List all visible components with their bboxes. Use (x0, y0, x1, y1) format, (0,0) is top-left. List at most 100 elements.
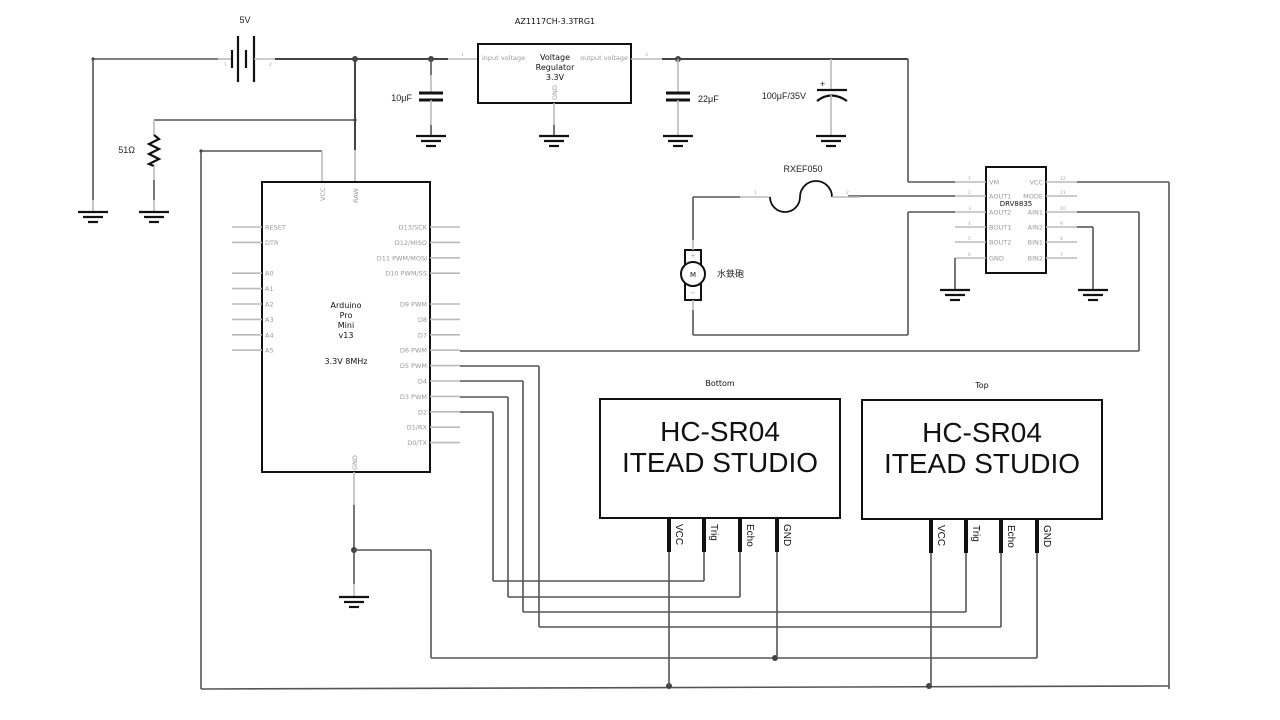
arduino-pin-label: DTR (265, 239, 279, 247)
capacitor-22uf[interactable]: 22μF (666, 59, 719, 136)
arduino-pin-label: D9 PWM (400, 301, 427, 309)
motor-circle (680, 261, 706, 287)
arduino-subtitle: 3.3V 8MHz (325, 357, 368, 366)
cap-in-label: 10μF (391, 93, 412, 103)
driver-pin-num: 8 (1060, 236, 1063, 242)
arduino-pin-label: D12/MISO (395, 239, 427, 247)
arduino-pin-label: D0/TX (407, 439, 427, 447)
fuse-pin-num: 1 (754, 190, 757, 196)
driver-pin-label: AOUT1 (989, 193, 1011, 201)
arduino-title: Mini (338, 321, 354, 330)
arduino-pin-label: A1 (265, 285, 274, 293)
battery[interactable]: 5V 1 2 (93, 15, 275, 82)
sensor-pin-label: GND (1041, 525, 1052, 547)
ground-icon (940, 288, 970, 302)
ground-icon (339, 595, 369, 609)
arduino-pin-label: A4 (265, 331, 274, 339)
fuse-rxef050[interactable]: RXEF050 1 2 (693, 164, 860, 213)
arduino-pin-label: RESET (265, 224, 286, 232)
driver-pin-label: VCC (1029, 179, 1043, 187)
sensor-body (861, 399, 1103, 520)
voltage-regulator[interactable]: AZ1117CH-3.3TRG1 input voltage output vo… (461, 17, 648, 104)
arduino-pin-label: A0 (265, 270, 274, 278)
driver-pin-num: 1 (968, 176, 971, 182)
cap-out-label: 22μF (698, 94, 719, 104)
motor-label: 水鉄砲 (717, 268, 744, 279)
arduino-pin-vcc: VCC (319, 187, 327, 201)
sensor-pin-label: Echo (744, 524, 755, 547)
arduino-pin-label: D8 (418, 316, 427, 324)
arduino-body (261, 181, 431, 473)
resistor[interactable]: 51Ω (118, 120, 162, 180)
driver-pin-label: AOUT2 (989, 209, 1011, 217)
regulator-pin-num: 1 (461, 52, 464, 58)
regulator-part-number: AZ1117CH-3.3TRG1 (515, 17, 595, 26)
battery-pin-num: 1 (224, 62, 227, 68)
sensor-pin-label: VCC (935, 525, 946, 546)
cap-polarity: + (820, 79, 825, 89)
arduino-pro-mini[interactable]: Arduino Pro Mini v13 3.3V 8MHz VCC RAW G… (261, 181, 431, 473)
motor-plus: + (690, 252, 695, 260)
driver-pin-label: BIN1 (1028, 239, 1043, 247)
arduino-pin-label: D7 (418, 331, 427, 339)
driver-pin-num: 10 (1060, 206, 1066, 212)
motor-minus: − (690, 289, 695, 297)
driver-pin-num: 12 (1060, 176, 1066, 182)
ultrasonic-sensor-bottom[interactable]: Bottom HC-SR04 ITEAD STUDIO (599, 379, 841, 519)
sensor-caption: Top (974, 381, 989, 390)
arduino-pin-gnd: GND (351, 455, 359, 470)
sensor-body (599, 398, 841, 519)
resistor-zigzag (146, 134, 162, 168)
fuse-label: RXEF050 (783, 164, 822, 174)
capacitor-10uf[interactable]: 10μF (391, 59, 443, 136)
ground-icon (78, 210, 108, 224)
ground-icon (663, 134, 693, 148)
junction-dot (199, 149, 203, 153)
driver-body (985, 166, 1047, 274)
driver-pin-num: 2 (968, 190, 971, 196)
regulator-pin-num: 3 (645, 52, 648, 58)
wire-vcc-bus (200, 685, 1170, 690)
driver-pin-num: 6 (968, 252, 971, 258)
sensor-maker: ITEAD STUDIO (884, 448, 1080, 479)
sensor-pin-label: Trig (970, 525, 981, 542)
sensor-pin-label: Echo (1005, 525, 1016, 548)
driver-pin-num: 7 (1060, 252, 1063, 258)
arduino-pin-label: D2 (418, 408, 427, 416)
arduino-pin-label: D1/RX (407, 424, 428, 432)
arduino-pin-label: A5 (265, 347, 274, 355)
driver-pin-num: 9 (1060, 221, 1063, 227)
motor-driver-drv8835[interactable]: DRV8835 (985, 166, 1047, 274)
driver-pin-label: VM (989, 179, 999, 187)
capacitor-100uf[interactable]: + 100μF/35V (762, 59, 848, 136)
arduino-pin-label: D10 PWM/SS (385, 270, 427, 278)
motor[interactable]: M + − 水鉄砲 (680, 249, 744, 301)
regulator-gnd-label: GND (551, 85, 559, 100)
arduino-pin-label: D11 PWM/MOSI (377, 254, 427, 262)
driver-pin-label: BOUT1 (989, 224, 1011, 232)
arduino-title: v13 (339, 331, 354, 340)
sensor-maker: ITEAD STUDIO (622, 447, 818, 478)
driver-pin-label: MODE (1023, 193, 1043, 201)
ultrasonic-sensor-top[interactable]: Top HC-SR04 ITEAD STUDIO (861, 381, 1103, 520)
arduino-pin-label: D5 PWM (400, 362, 427, 370)
driver-pin-label: GND (989, 255, 1004, 263)
driver-pin-label: BOUT2 (989, 239, 1011, 247)
sensor-pin-label: VCC (673, 524, 684, 545)
arduino-pin-label: A3 (265, 316, 274, 324)
arduino-pin-label: A2 (265, 301, 274, 309)
driver-pin-num: 5 (968, 236, 971, 242)
sensor-pin-label: GND (781, 524, 792, 546)
fuse-pin-num: 2 (846, 190, 849, 196)
motor-symbol: M (690, 271, 696, 279)
arduino-pin-label: D6 PWM (400, 347, 427, 355)
driver-pin-label: AIN1 (1028, 209, 1043, 217)
ground-icon (539, 134, 569, 148)
ground-icon (416, 134, 446, 148)
arduino-pin-raw: RAW (352, 188, 360, 203)
driver-pin-label: AIN2 (1028, 224, 1043, 232)
battery-pin-num: 2 (269, 62, 272, 68)
